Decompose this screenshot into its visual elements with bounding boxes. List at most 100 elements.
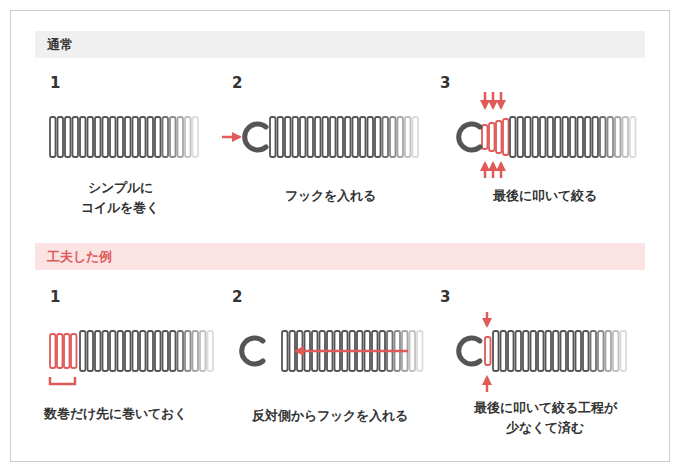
coil-winding (118, 331, 124, 371)
coil-winding (410, 331, 416, 371)
coil-winding (103, 117, 109, 157)
coil-winding (140, 117, 146, 157)
coil-winding (208, 331, 214, 371)
coil-winding (148, 117, 154, 157)
coil-winding (155, 331, 161, 371)
coil-winding (538, 331, 544, 371)
arrows (222, 92, 501, 392)
coil-winding (585, 117, 591, 157)
coil-winding (398, 117, 404, 157)
coil-winding (353, 117, 359, 157)
coil-winding (148, 331, 154, 371)
step-caption: フックを入れる (285, 186, 376, 206)
coil-winding (285, 117, 291, 157)
coil-winding (621, 331, 627, 371)
coil-winding (615, 117, 621, 157)
coil-winding (553, 331, 559, 371)
coil-winding (133, 331, 139, 371)
coil-winding (390, 117, 396, 157)
coil-winding (568, 331, 574, 371)
coil-winding (133, 117, 139, 157)
coil-winding (489, 123, 495, 151)
press-arrow (484, 92, 487, 108)
section-title: 工夫した例 (47, 248, 112, 266)
coil-winding (170, 117, 176, 157)
coil-winding (185, 117, 191, 157)
coil-winding (583, 331, 589, 371)
coil-winding (193, 331, 199, 371)
coil-winding (417, 331, 423, 371)
coil-winding (531, 331, 537, 371)
coil-winding (561, 331, 567, 371)
coil-winding (485, 337, 491, 365)
coil-winding (606, 331, 612, 371)
coil-winding (64, 334, 70, 368)
coil-winding (496, 121, 502, 153)
step-number: 3 (440, 72, 450, 95)
coil-winding (170, 331, 176, 371)
coil-winding (623, 117, 629, 157)
coil-winding (570, 117, 576, 157)
hook (242, 338, 263, 364)
coil-winding (533, 117, 539, 157)
coil-winding (523, 331, 529, 371)
coil-winding (315, 117, 321, 157)
bracket (50, 377, 75, 384)
coil-winding (598, 331, 604, 371)
coil-winding (608, 117, 614, 157)
coil-winding (270, 117, 276, 157)
coil-winding (193, 117, 199, 157)
step-caption: 最後に叩いて絞る工程が 少なくて済む (472, 398, 618, 437)
coil-winding (163, 117, 169, 157)
section-title: 通常 (47, 36, 73, 54)
card-frame (11, 11, 670, 462)
press-arrow (500, 92, 503, 108)
coil-winding (546, 331, 552, 371)
coil-winding (118, 117, 124, 157)
step-caption: 数巻だけ先に巻いておく (44, 404, 187, 424)
section-band: 工夫した例 (35, 243, 645, 270)
coil-winding (95, 331, 101, 371)
coil-winding (323, 117, 329, 157)
insert-arrow (296, 350, 408, 353)
hook (245, 124, 266, 150)
coil-winding (290, 331, 296, 371)
coil-winding (383, 117, 389, 157)
coil-winding (125, 331, 131, 371)
coil-winding (493, 331, 499, 371)
coil-winding (482, 125, 488, 149)
coil-winding (360, 117, 366, 157)
coil-winding (140, 331, 146, 371)
coil-winding (103, 331, 109, 371)
coil-winding (73, 117, 79, 157)
coil-winding (578, 117, 584, 157)
coil-winding (300, 117, 306, 157)
press-arrow (486, 377, 489, 392)
step-number: 2 (232, 286, 242, 309)
coil-winding (110, 331, 116, 371)
coil-winding (110, 117, 116, 157)
coil-winding (185, 331, 191, 371)
insert-arrow (222, 136, 240, 139)
coil-winding (95, 117, 101, 157)
step-number: 3 (440, 286, 450, 309)
coil-winding (88, 331, 94, 371)
coil-winding (516, 331, 522, 371)
coil-winding (80, 331, 86, 371)
coil-winding (501, 331, 507, 371)
hook (459, 124, 480, 150)
coil-winding (57, 334, 63, 368)
coil-winding (293, 117, 299, 157)
coil-winding (525, 117, 531, 157)
press-arrow (492, 92, 495, 108)
coil-winding (200, 331, 206, 371)
coil-winding (630, 117, 636, 157)
coil-winding (282, 331, 288, 371)
step-number: 1 (50, 72, 60, 95)
coil-winding (178, 331, 184, 371)
coil-winding (330, 117, 336, 157)
hook (459, 338, 480, 364)
coil-winding (125, 117, 131, 157)
coil-winding (50, 334, 56, 368)
section-band: 通常 (35, 31, 645, 58)
